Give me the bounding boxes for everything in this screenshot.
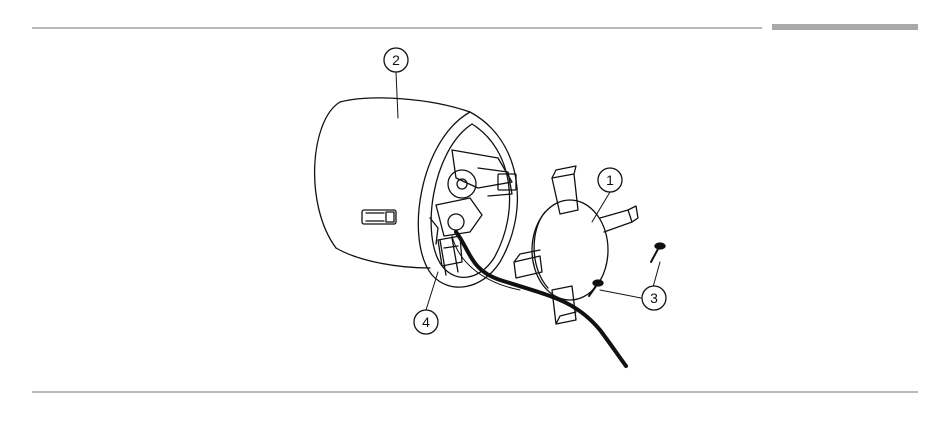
callout-4: 4	[414, 310, 438, 334]
callout-3: 3	[642, 286, 666, 310]
svg-text:1: 1	[606, 172, 614, 188]
mounting-plate-icon	[514, 166, 638, 324]
cylinder-housing-icon	[315, 98, 518, 287]
svg-text:4: 4	[422, 314, 430, 330]
cable-icon	[452, 232, 626, 366]
leader-lines	[396, 72, 660, 310]
callout-2: 2	[384, 48, 408, 72]
svg-text:2: 2	[392, 52, 400, 68]
callout-1: 1	[598, 168, 622, 192]
svg-text:3: 3	[650, 290, 658, 306]
